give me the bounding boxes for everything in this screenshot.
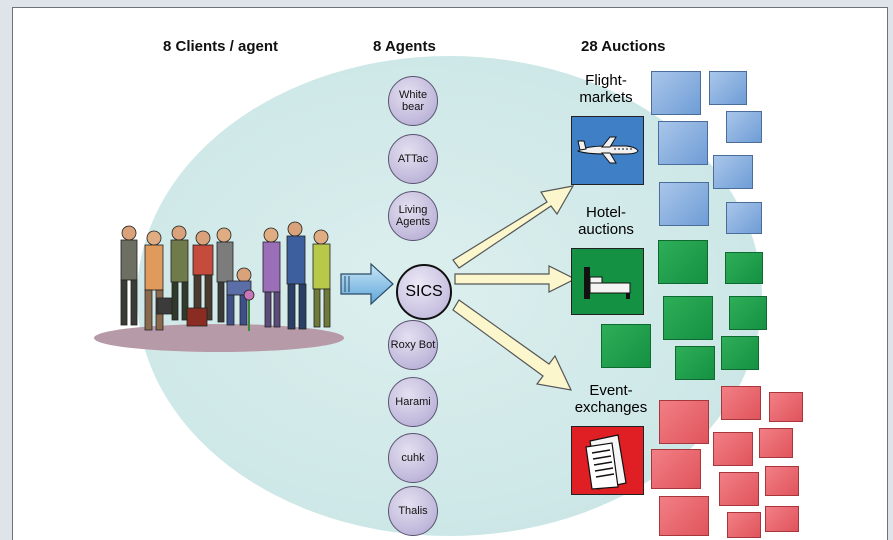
flight-markets-label: Flight-markets xyxy=(579,72,633,106)
flight-auction-square xyxy=(713,155,753,189)
agent-cuhk: cuhk xyxy=(388,433,438,483)
flight-auction-square xyxy=(651,71,701,115)
sics-server: SICS xyxy=(396,264,452,320)
hotel-auction-square xyxy=(601,324,651,368)
hotel-auction-square xyxy=(725,252,763,284)
hotel-auction-square xyxy=(729,296,767,330)
hotel-auction-square xyxy=(658,240,708,284)
flight-auction-square xyxy=(709,71,747,105)
sics-to-event-arrow xyxy=(452,299,573,391)
clients-header: 8 Clients / agent xyxy=(163,38,279,55)
flight-auction-square xyxy=(726,202,762,234)
event-auction-square xyxy=(765,466,799,496)
event-auction-square xyxy=(759,428,793,458)
flight-auction-square xyxy=(726,111,762,143)
agents-header: 8 Agents xyxy=(373,38,436,55)
hotel-icon-box xyxy=(571,248,644,315)
agent-living-agents: Living Agents xyxy=(388,191,438,241)
agent-attac: ATTac xyxy=(388,134,438,184)
event-auction-square xyxy=(713,432,753,466)
event-icon-box xyxy=(571,426,644,495)
flight-icon-box xyxy=(571,116,644,185)
flight-auction-square xyxy=(658,121,708,165)
agent-roxy-bot: Roxy Bot xyxy=(388,320,438,370)
event-auction-square xyxy=(727,512,761,538)
event-exchanges-label: Event-exchanges xyxy=(574,382,648,416)
event-auction-square xyxy=(719,472,759,506)
event-auction-square xyxy=(765,506,799,532)
hotel-auction-square xyxy=(721,336,759,370)
event-auction-square xyxy=(769,392,803,422)
event-auction-square xyxy=(659,496,709,536)
bed-icon xyxy=(584,267,631,299)
crowd-of-clients-illustration xyxy=(94,221,344,352)
auctions-header: 28 Auctions xyxy=(581,38,666,55)
hotel-auctions-label: Hotel-auctions xyxy=(578,204,634,238)
hotel-auction-square xyxy=(675,346,715,380)
event-auction-square xyxy=(651,449,701,489)
diagram-frame: 8 Clients / agent 8 Agents 28 Auctions xyxy=(12,7,888,540)
tickets-icon xyxy=(585,434,627,490)
event-auction-square xyxy=(659,400,709,444)
agent-thalis: Thalis xyxy=(388,486,438,536)
sics-to-flight-arrow xyxy=(452,185,575,269)
hotel-auction-square xyxy=(663,296,713,340)
flight-auction-square xyxy=(659,182,709,226)
agent-harami: Harami xyxy=(388,377,438,427)
agent-white-bear: White bear xyxy=(388,76,438,126)
sics-to-hotel-arrow xyxy=(454,265,577,293)
clients-to-sics-arrow xyxy=(340,262,394,306)
event-auction-square xyxy=(721,386,761,420)
airplane-icon xyxy=(576,136,639,164)
